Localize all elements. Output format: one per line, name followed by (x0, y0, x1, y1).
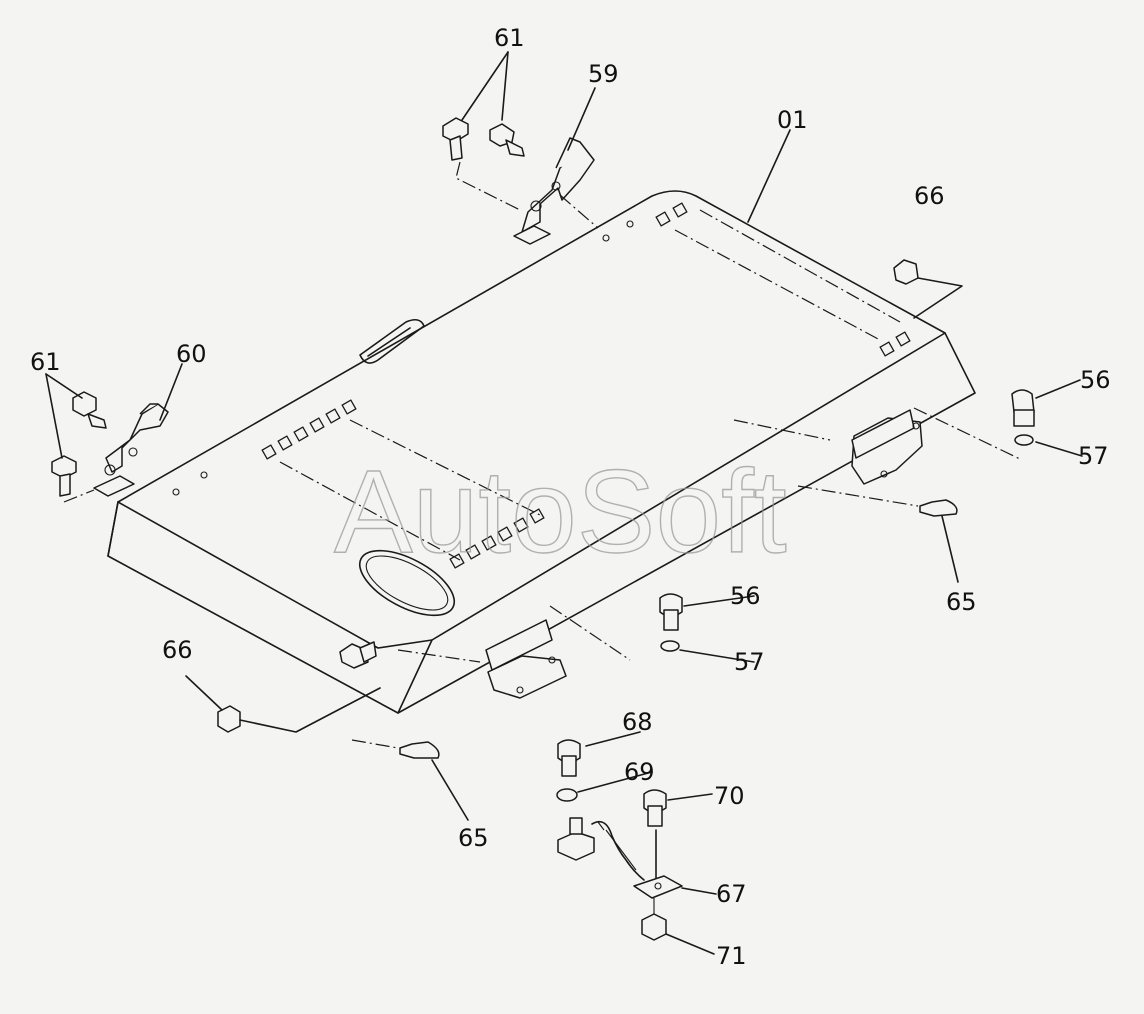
cover-panel (107, 190, 976, 714)
callout-01: 01 (777, 106, 808, 134)
washer-69 (556, 788, 578, 802)
callout-56-right: 56 (1080, 366, 1111, 394)
pin-65-front (351, 739, 440, 759)
callout-69: 69 (624, 758, 655, 786)
hinge-right (733, 407, 1023, 485)
washer-57-front (660, 640, 680, 652)
cable-terminal-upper (557, 817, 595, 861)
latch-59 (455, 137, 599, 245)
bolt-70 (643, 789, 667, 827)
callout-68: 68 (622, 708, 653, 736)
bolt-68 (557, 739, 581, 777)
callout-65-front: 65 (458, 824, 489, 852)
ground-cable (591, 820, 645, 881)
callout-59: 59 (588, 60, 619, 88)
callout-71: 71 (716, 942, 747, 970)
callout-70: 70 (714, 782, 745, 810)
bolt-61-left-upper (72, 391, 107, 429)
bolt-panel-front (339, 641, 377, 669)
callout-66-right: 66 (914, 182, 945, 210)
cable-terminal-67 (633, 875, 683, 899)
callout-56-front: 56 (730, 582, 761, 610)
nut-66-left (185, 675, 381, 733)
callout-61-top: 61 (494, 24, 525, 52)
hinge-front (397, 605, 631, 699)
callout-65-right: 65 (946, 588, 977, 616)
callout-67: 67 (716, 880, 747, 908)
seal-strip-markers (261, 202, 911, 569)
washer-57-right (1014, 434, 1034, 446)
callout-60: 60 (176, 340, 207, 368)
nut-66-right (893, 259, 963, 319)
bolt-61-top-left (442, 117, 469, 161)
callout-61-left: 61 (30, 348, 61, 376)
bolt-61-top-right (489, 123, 525, 157)
nut-71 (641, 913, 667, 941)
bolt-56-right (1011, 389, 1035, 427)
callout-57-front: 57 (734, 648, 765, 676)
bolt-56-front (659, 593, 683, 631)
watermark: AutoSoft (334, 446, 787, 578)
bolt-61-left-lower (51, 455, 77, 497)
callout-57-right: 57 (1078, 442, 1109, 470)
pin-65-right (797, 485, 958, 517)
callout-66-left: 66 (162, 636, 193, 664)
latch-60 (63, 403, 169, 503)
